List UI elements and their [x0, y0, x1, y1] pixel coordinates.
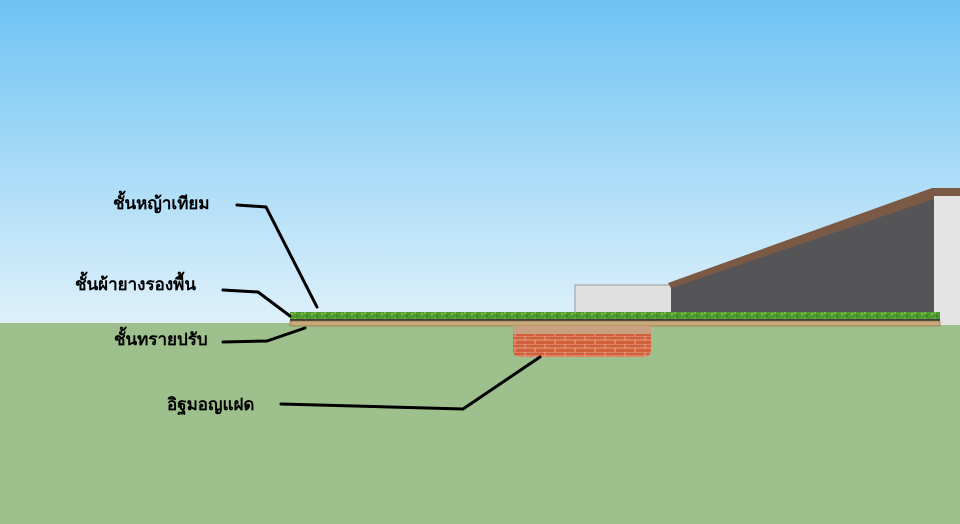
brick-cap [513, 326, 651, 334]
wall-end [934, 196, 960, 325]
building [574, 188, 960, 325]
leader-line-underlay [221, 288, 292, 318]
underlay-layer [290, 319, 940, 321]
brick-body [513, 334, 651, 357]
ground-layers [289, 312, 941, 327]
label-artificial-grass: ชั้นหญ้าเทียม [113, 194, 210, 214]
leader-line-grass [235, 203, 319, 309]
ground [0, 323, 960, 524]
label-leveling-sand: ชั้นทรายปรับ [114, 330, 208, 350]
low-wall [574, 284, 673, 314]
label-rubber-underlay: ชั้นผ้ายางรองพื้น [75, 275, 196, 295]
leader-lines [221, 203, 542, 411]
label-twin-bricks: อิฐมอญแฝด [167, 395, 255, 415]
sloped-wall [671, 196, 934, 313]
grass-layer [290, 312, 940, 319]
roof-edge [668, 188, 960, 288]
leader-line-brick [279, 355, 542, 411]
leader-line-sand [221, 326, 307, 344]
sand-layer [289, 320, 941, 327]
brick-foundation [513, 326, 651, 357]
